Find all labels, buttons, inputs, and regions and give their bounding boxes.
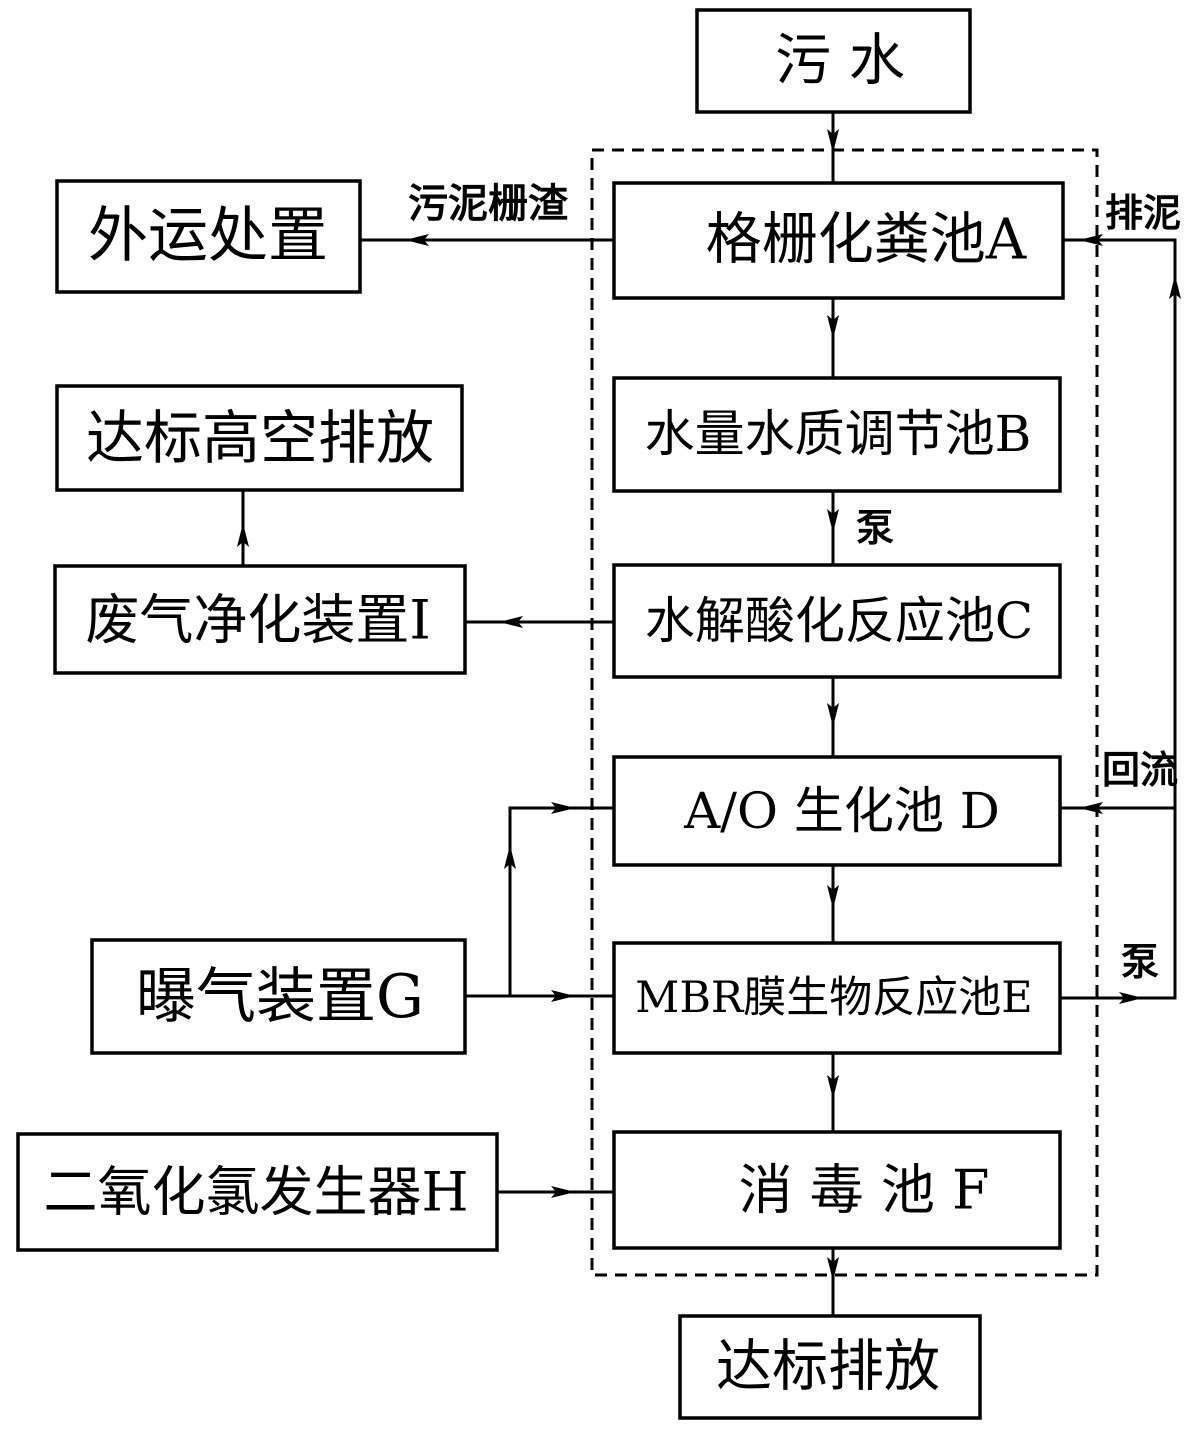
edge-aerator-to-e — [465, 990, 614, 1002]
node-aerator-label: 曝气装置G — [136, 962, 424, 1032]
node-mbr-tank-box — [612, 941, 1062, 1055]
label-sludge-discharge: 排泥 — [1105, 191, 1181, 235]
node-aerator-box — [90, 938, 467, 1055]
edge-c-to-purifier — [465, 616, 614, 628]
node-gas-purifier: 废气净化装置Ⅰ — [53, 564, 467, 675]
node-gas-purifier-box — [53, 564, 467, 675]
node-sewage: 污 水 — [695, 8, 972, 114]
node-sewage-label: 污 水 — [775, 29, 905, 94]
edge-f-to-discharge — [827, 1248, 839, 1316]
node-screen-septic-tank-box — [612, 181, 1065, 300]
edge-purifier-to-high-discharge — [237, 490, 249, 566]
node-ao-tank: A/O 生化池 D — [612, 755, 1062, 867]
node-chlorine-dioxide-generator-box — [16, 1132, 499, 1252]
node-offsite-disposal-label: 外运处置 — [88, 201, 328, 271]
node-disinfection-tank-box — [612, 1130, 1062, 1250]
label-pump-e: 泵 — [1121, 940, 1159, 984]
node-sewage-box — [695, 8, 972, 114]
edge-aerator-to-d — [504, 802, 614, 996]
edge-d-to-e — [827, 865, 839, 943]
label-pump-b-to-c: 泵 — [856, 506, 894, 550]
treatment-system-boundary — [590, 148, 1099, 1277]
node-chlorine-dioxide-generator-label: 二氧化氯发生器H — [43, 1161, 468, 1224]
node-offsite-disposal: 外运处置 — [55, 179, 362, 294]
node-compliant-discharge-label: 达标排放 — [716, 1335, 940, 1400]
node-disinfection-tank-label: 消 毒 池 F — [739, 1159, 990, 1222]
node-compliant-discharge-box — [678, 1314, 982, 1420]
label-return-flow: 回流 — [1102, 748, 1178, 792]
node-screen-septic-tank-label: 格栅化粪池A — [706, 208, 1027, 273]
node-high-altitude-discharge: 达标高空排放 — [55, 384, 464, 492]
edge-line — [508, 806, 614, 996]
node-hydrolysis-tank: 水解酸化反应池C — [612, 563, 1062, 679]
edge-sewage-to-a — [827, 112, 839, 183]
node-equalization-tank-label: 水量水质调节池B — [645, 405, 1032, 463]
node-compliant-discharge: 达标排放 — [678, 1314, 982, 1420]
node-hydrolysis-tank-label: 水解酸化反应池C — [645, 592, 1033, 650]
node-offsite-disposal-box — [55, 179, 362, 294]
node-hydrolysis-tank-box — [612, 563, 1062, 679]
node-high-altitude-discharge-box — [55, 384, 464, 492]
node-chlorine-dioxide-generator: 二氧化氯发生器H — [16, 1132, 499, 1252]
edge-return-flow-to-d — [1060, 802, 1175, 814]
edge-line — [1060, 238, 1177, 1000]
edge-e-to-f — [827, 1053, 839, 1132]
node-equalization-tank: 水量水质调节池B — [612, 376, 1062, 493]
node-aerator: 曝气装置G — [90, 938, 467, 1055]
node-high-altitude-discharge-label: 达标高空排放 — [86, 404, 434, 472]
label-sludge-screenings: 污泥栅渣 — [408, 181, 569, 227]
node-screen-septic-tank: 格栅化粪池A — [612, 181, 1065, 300]
edge-e-sludge-return-to-a — [1060, 234, 1181, 1004]
edge-c-to-d — [827, 677, 839, 757]
edge-a-to-offsite-disposal — [360, 234, 614, 246]
edge-a-to-b — [827, 298, 839, 378]
node-disinfection-tank: 消 毒 池 F — [612, 1130, 1062, 1250]
node-equalization-tank-box — [612, 376, 1062, 493]
node-mbr-tank-label: MBR膜生物反应池E — [635, 973, 1032, 1023]
node-gas-purifier-label: 废气净化装置Ⅰ — [85, 589, 430, 652]
node-ao-tank-box — [612, 755, 1062, 867]
edge-h-to-f — [497, 1186, 614, 1198]
node-ao-tank-label: A/O 生化池 D — [683, 782, 1000, 840]
edge-b-to-c — [827, 491, 839, 565]
node-mbr-tank: MBR膜生物反应池E — [612, 941, 1062, 1055]
